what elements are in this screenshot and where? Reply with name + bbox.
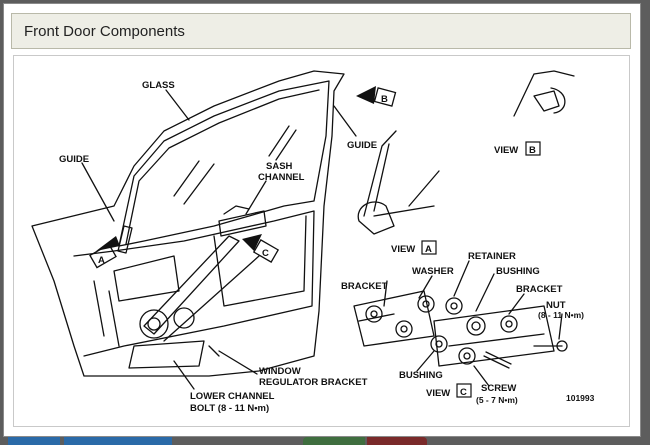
label-channel: CHANNEL bbox=[258, 172, 305, 183]
door-outline bbox=[31, 70, 345, 377]
label-lower-channel-bolt: BOLT (8 - 11 N•m) bbox=[190, 403, 269, 414]
callout-letter-c: C bbox=[262, 248, 269, 259]
label-lower-channel: LOWER CHANNEL bbox=[190, 391, 275, 402]
label-view-c-letter: C bbox=[460, 387, 467, 398]
bottom-tab-4[interactable] bbox=[367, 437, 427, 445]
panel-header: Front Door Components bbox=[11, 13, 631, 49]
label-nut-torque: (8 - 11 N•m) bbox=[538, 310, 584, 320]
label-glass: GLASS bbox=[142, 80, 175, 91]
label-view-a: VIEW bbox=[391, 244, 415, 255]
diagram-panel: Front Door Components bbox=[3, 3, 641, 437]
page-title: Front Door Components bbox=[24, 23, 185, 40]
label-bracket-left: BRACKET bbox=[341, 281, 388, 292]
label-sash: SASH bbox=[266, 161, 293, 172]
diagram-frame: A B C GLASS GUIDE GUIDE SASH CHANNEL WIN… bbox=[13, 55, 630, 427]
label-washer: WASHER bbox=[412, 266, 454, 277]
label-bushing-bottom: BUSHING bbox=[399, 370, 443, 381]
callout-letter-a: A bbox=[98, 255, 105, 266]
label-retainer: RETAINER bbox=[468, 251, 516, 262]
label-guide-right: GUIDE bbox=[347, 140, 377, 151]
label-bushing-top: BUSHING bbox=[496, 266, 540, 277]
bottom-tab-2[interactable] bbox=[64, 437, 172, 445]
label-view-b: VIEW bbox=[494, 145, 518, 156]
door-components-diagram: A B C GLASS GUIDE GUIDE SASH CHANNEL WIN… bbox=[31, 70, 595, 414]
label-screw: SCREW bbox=[481, 383, 516, 394]
figure-id: 101993 bbox=[566, 393, 595, 403]
label-guide-left: GUIDE bbox=[59, 154, 89, 165]
callout-box-c bbox=[252, 239, 280, 263]
label-screw-torque: (5 - 7 N•m) bbox=[476, 395, 518, 405]
window-frame bbox=[118, 80, 330, 247]
label-view-a-letter: A bbox=[425, 244, 432, 255]
label-window: WINDOW bbox=[259, 366, 301, 377]
label-nut: NUT bbox=[546, 300, 566, 311]
callout-box-a bbox=[89, 243, 117, 269]
label-view-b-letter: B bbox=[529, 145, 536, 156]
label-regulator-bracket: REGULATOR BRACKET bbox=[259, 377, 368, 388]
label-bracket-right: BRACKET bbox=[516, 284, 563, 295]
callout-letter-b: B bbox=[381, 94, 388, 105]
bottom-tab-3[interactable] bbox=[303, 437, 365, 445]
label-view-c: VIEW bbox=[426, 388, 450, 399]
bottom-tab-1[interactable] bbox=[8, 437, 60, 445]
callout-box-b bbox=[373, 87, 397, 107]
